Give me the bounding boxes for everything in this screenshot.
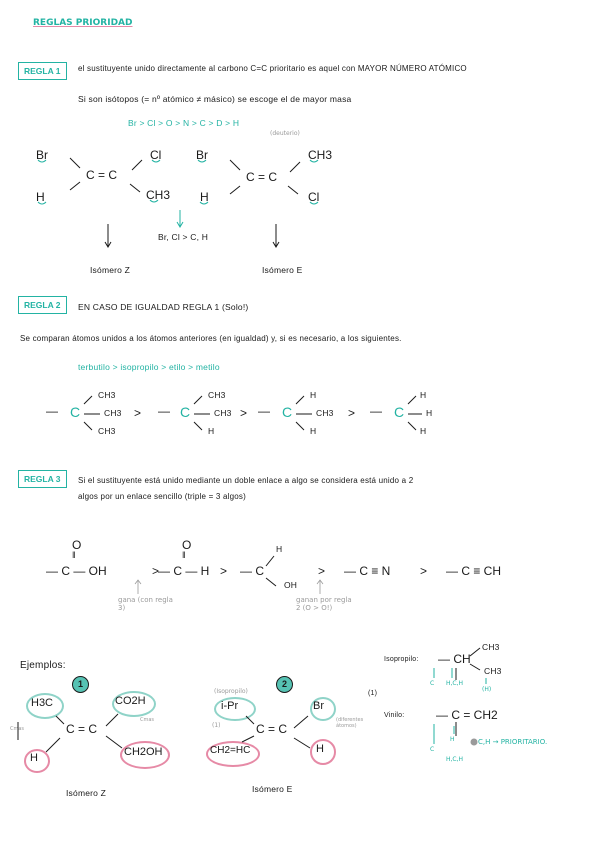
isopropyl-atom-1: C [430, 680, 435, 687]
rule3-gt-3: > [318, 564, 326, 578]
vinyl-result: C,H → PRIORITARIO. [478, 738, 548, 746]
example1-right-note: Cmas [140, 717, 155, 723]
example2-isomer: Isómero E [252, 784, 293, 794]
rule1-label: REGLA 1 [18, 62, 67, 80]
example1-left-note: Cmas [10, 726, 25, 732]
example1-circle-tr [112, 691, 156, 717]
example2-bottom-right: H [316, 743, 324, 755]
isopropyl-sub-2: CH3 [484, 666, 502, 676]
vinyl-group: — C = CH2 [436, 708, 498, 722]
vinyl-atom-3: H,C,H [446, 756, 464, 763]
rule1-text2: Si son isótopos (= nº atómico ≠ másico) … [78, 94, 352, 104]
example2-badge: 2 [276, 676, 293, 693]
example1-core: C = C [66, 722, 98, 736]
examples-heading: Ejemplos: [20, 660, 66, 671]
rule3-gt-4: > [420, 564, 428, 578]
rule2-order: terbutilo > isopropilo > etilo > metilo [78, 362, 220, 372]
mol2-core: C = C [246, 170, 278, 184]
rule1-text1: el sustituyente unido directamente al ca… [78, 64, 467, 73]
rule2-text: Se comparan átomos unidos a los átomos a… [20, 334, 402, 343]
example1-isomer: Isómero Z [66, 788, 107, 798]
rule3-label: REGLA 3 [18, 470, 67, 488]
page-title: REGLAS PRIORIDAD [33, 18, 133, 28]
rule3-note1: gana (con regla 3) [118, 596, 173, 612]
isopropyl-label: Isopropilo: [384, 656, 419, 663]
example2-circle-tr [310, 697, 336, 721]
rule1-order: Br > Cl > O > N > C > D > H [128, 118, 240, 128]
isopropyl-group: — CH [438, 652, 471, 666]
vinyl-atom-1: C [430, 746, 435, 753]
vinyl-label: Vinilo: [384, 712, 405, 719]
vinyl-atom-2: H [450, 736, 455, 743]
rule1-compare: Br, Cl > C, H [158, 232, 209, 242]
mol2-bottom-left: H [200, 190, 209, 204]
rule3-gt-1: > [152, 564, 160, 578]
rule2-label: REGLA 2 [18, 296, 67, 314]
example1-bottom-right: CH2OH [124, 746, 163, 758]
rule3-text1: Si el sustituyente está unido mediante u… [78, 476, 414, 485]
mol1-top-right: Cl [150, 148, 162, 162]
example2-mark: (1) [212, 722, 221, 729]
mol1-core: C = C [86, 168, 118, 182]
mol2-bottom-right: Cl [308, 190, 320, 204]
example1-badge: 1 [72, 676, 89, 693]
rule3-group-nitrile: — C ≡ N [344, 564, 391, 578]
mol1-bottom-right: CH3 [146, 188, 171, 202]
example2-right-note: (diferentes átomos) [336, 717, 364, 729]
isopropyl-atom-3: (H) [482, 686, 492, 693]
mol1-bottom-left: H [36, 190, 45, 204]
rule2-gt-2: > [240, 406, 248, 420]
example1-top-right: CO2H [115, 695, 146, 707]
comparison-mark: (1) [368, 690, 378, 697]
example2-circle-bl [206, 741, 260, 767]
mol2-top-left: Br [196, 148, 208, 162]
isomer-z-label: Isómero Z [90, 265, 131, 275]
example2-circle-br [310, 739, 336, 765]
rule3-gt-2: > [220, 564, 228, 578]
rule2-gt-3: > [348, 406, 356, 420]
mol1-top-left: Br [36, 148, 48, 162]
example1-top-left: H3C [31, 697, 54, 709]
example1-circle-tl [26, 693, 64, 719]
example2-top-right: Br [313, 700, 324, 712]
example1-circle-br [120, 741, 170, 769]
isopropyl-sub-1: CH3 [482, 642, 500, 652]
example2-circle-tl [214, 697, 256, 721]
isopropyl-atom-2: H,C,H [446, 680, 464, 687]
example1-bottom-left: H [30, 752, 38, 764]
rule3-group-alkyne: — C ≡ CH [446, 564, 502, 578]
isomer-e-label: Isómero E [262, 265, 303, 275]
example2-top-left: i-Pr [221, 700, 239, 712]
rule1-order-note: (deuterio) [270, 130, 300, 137]
mol2-top-right: CH3 [308, 148, 333, 162]
example2-bottom-left: CH2=HC [210, 745, 251, 756]
rule2-gt-1: > [134, 406, 142, 420]
rule3-text2: algos por un enlace sencillo (triple = 3… [78, 492, 246, 501]
example2-top-note: (Isopropilo) [214, 688, 248, 695]
example1-circle-bl [24, 749, 50, 773]
rule3-note2: ganan por regla 2 (O > O!) [296, 596, 352, 612]
vinyl-dot [470, 738, 478, 746]
example2-core: C = C [256, 722, 288, 736]
rule2-heading: EN CASO DE IGUALDAD REGLA 1 (Solo!) [78, 302, 249, 312]
